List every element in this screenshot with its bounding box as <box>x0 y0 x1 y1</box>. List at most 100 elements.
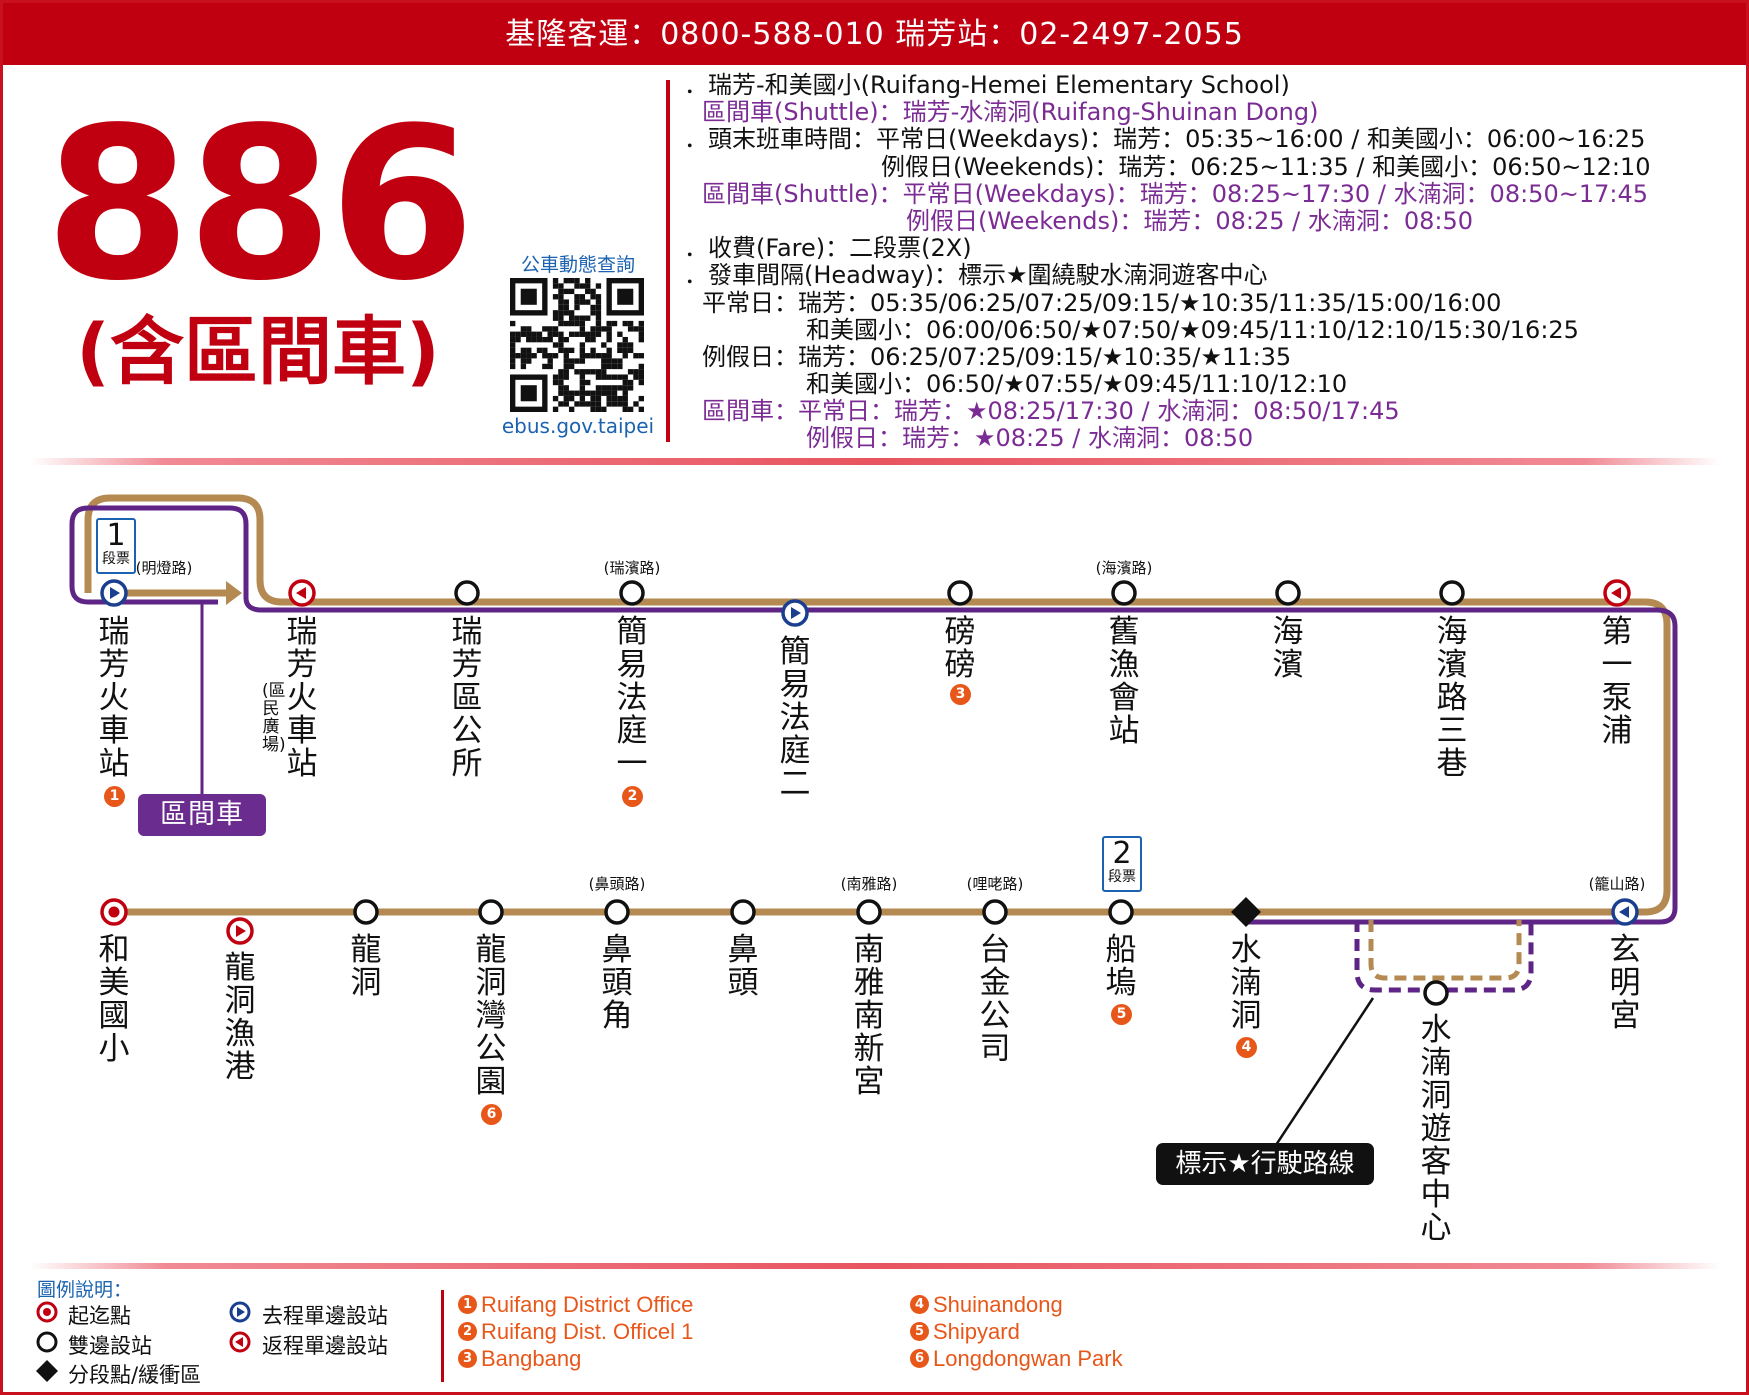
landmark-number-badge: 1 <box>458 1294 477 1314</box>
stop-marker-bot-2[interactable] <box>353 899 379 925</box>
landmark-number-badge: 1 <box>104 786 125 807</box>
stop-marker-bot-0[interactable] <box>100 898 128 926</box>
legend-divider <box>441 1290 444 1382</box>
stop-name: 簡易法庭一 <box>616 614 648 782</box>
stop-name: 龍洞 <box>350 932 382 1001</box>
stop-name: 鼻頭 <box>727 932 759 1001</box>
stop-name: 舊漁會站 <box>1108 614 1140 749</box>
stop-marker-bot-3[interactable] <box>478 899 504 925</box>
stop-marker-bot-5[interactable] <box>730 899 756 925</box>
qr-label: 公車動態查詢 <box>520 254 635 276</box>
stop-marker-bot-1[interactable] <box>226 917 254 945</box>
stop-marker-top-1[interactable] <box>288 579 316 607</box>
stop-name: 船塢 <box>1105 932 1137 1001</box>
fare-zone-label: 段票 <box>102 551 130 567</box>
info-line: 例假日：瑞芳：★08:25 / 水湳洞：08:50 <box>806 424 1254 453</box>
stop-name: 和美國小 <box>98 932 130 1067</box>
stop-marker-bot-6[interactable] <box>856 899 882 925</box>
stop-marker-bot-8[interactable] <box>1108 899 1134 925</box>
stop-marker-bot-7[interactable] <box>982 899 1008 925</box>
stop-marker-bot-10[interactable] <box>1423 980 1449 1006</box>
stop-name: 瑞芳火車站 <box>98 614 130 782</box>
contact-bar: 基隆客運：0800-588-010 瑞芳站：02-2497-2055 <box>3 3 1746 65</box>
info-line: ．發車間隔(Headway)：標示★圍繞駛水湳洞遊客中心 <box>684 261 1268 290</box>
landmark-number-badge: 6 <box>481 1104 502 1125</box>
landmark-number-badge: 2 <box>458 1321 477 1341</box>
route-subtitle: (含區間車) <box>76 309 440 395</box>
landmark-number-badge: 4 <box>910 1294 929 1314</box>
stop-marker-bot-4[interactable] <box>604 899 630 925</box>
stop-marker-top-3[interactable] <box>619 580 645 606</box>
stop-marker-top-5[interactable] <box>947 580 973 606</box>
stop-name: 龍洞灣公園 <box>475 932 507 1100</box>
road-label: (明燈路) <box>135 559 193 577</box>
legend-item-label: 雙邊設站 <box>68 1334 152 1358</box>
info-line: ．收費(Fare)：二段票(2X) <box>684 234 972 263</box>
stop-marker-top-8[interactable] <box>1439 580 1465 606</box>
stop-subname: (區民廣場) <box>262 681 286 755</box>
info-line: 平常日：瑞芳：05:35/06:25/07:25/09:15/★10:35/11… <box>702 288 1502 317</box>
legend-item-label: 返程單邊設站 <box>262 1334 388 1358</box>
shuttle-badge: 區間車 <box>138 794 266 836</box>
stop-name: 磅磅 <box>944 614 976 683</box>
stop-marker-top-4[interactable] <box>781 599 809 627</box>
landmark-number-badge: 3 <box>458 1348 477 1368</box>
info-line: 例假日：瑞芳：06:25/07:25/09:15/★10:35/★11:35 <box>702 342 1292 371</box>
legend-item-label: 分段點/緩衝區 <box>68 1363 202 1387</box>
stop-marker-top-2[interactable] <box>454 580 480 606</box>
info-line: 例假日(Weekends)：瑞芳：08:25 / 水湳洞：08:50 <box>906 206 1474 235</box>
legend-item-label: 起迄點 <box>68 1304 131 1328</box>
stop-name: 台金公司 <box>979 932 1011 1067</box>
stop-marker-top-9[interactable] <box>1603 579 1631 607</box>
fare-zone-label: 段票 <box>1108 869 1136 885</box>
legend-item-label: 去程單邊設站 <box>262 1304 388 1328</box>
qr-url[interactable]: ebus.gov.taipei <box>501 414 655 438</box>
landmark-name: Longdongwan Park <box>933 1346 1123 1371</box>
fare-zone-number: 1 <box>106 518 126 553</box>
stop-name: 南雅南新宮 <box>853 932 885 1100</box>
road-label: (瑞濱路) <box>603 559 661 577</box>
landmark-number-badge: 5 <box>910 1321 929 1341</box>
header-divider <box>666 80 670 442</box>
return-stop-icon <box>229 1331 251 1353</box>
bottom-separator <box>30 1263 1720 1269</box>
landmark-number-badge: 3 <box>950 684 971 705</box>
landmark-name: Shipyard <box>933 1319 1020 1344</box>
stop-marker-top-6[interactable] <box>1111 580 1137 606</box>
route-number: 886 <box>44 82 475 327</box>
stop-name: 水湳洞 <box>1230 932 1262 1034</box>
landmark-number-badge: 5 <box>1111 1004 1132 1025</box>
stop-name: 海濱 <box>1272 614 1304 683</box>
fare-zone-number: 2 <box>1112 836 1132 871</box>
landmark-name: Ruifang District Office <box>481 1292 694 1317</box>
landmark-name: Ruifang Dist. Officel 1 <box>481 1319 694 1344</box>
both-sides-stop-icon <box>36 1331 58 1353</box>
qr-code-icon[interactable] <box>510 278 644 412</box>
stop-name: 水湳洞遊客中心 <box>1420 1012 1452 1246</box>
stop-marker-bot-9[interactable] <box>1231 897 1261 927</box>
stop-name: 龍洞漁港 <box>224 950 256 1085</box>
stop-marker-top-7[interactable] <box>1275 580 1301 606</box>
info-line: 區間車：平常日：瑞芳：★08:25/17:30 / 水湳洞：08:50/17:4… <box>702 397 1400 426</box>
star-route-badge: 標示★行駛路線 <box>1156 1143 1374 1185</box>
road-label: (籠山路) <box>1588 875 1646 893</box>
info-line: 例假日(Weekends)：瑞芳：06:25~11:35 / 和美國小：06:5… <box>881 152 1651 181</box>
stop-marker-bot-11[interactable] <box>1611 898 1639 926</box>
stop-marker-top-0[interactable] <box>100 579 128 607</box>
terminal-icon <box>36 1301 58 1323</box>
landmark-name: Shuinandong <box>933 1292 1063 1317</box>
legend-title: 圖例說明： <box>37 1279 133 1301</box>
landmark-name: Bangbang <box>481 1346 582 1371</box>
stop-name: 瑞芳火車站 <box>286 614 318 782</box>
stop-name: 玄明宮 <box>1609 932 1641 1034</box>
road-label: (鼻頭路) <box>588 875 646 893</box>
outbound-stop-icon <box>229 1301 251 1323</box>
